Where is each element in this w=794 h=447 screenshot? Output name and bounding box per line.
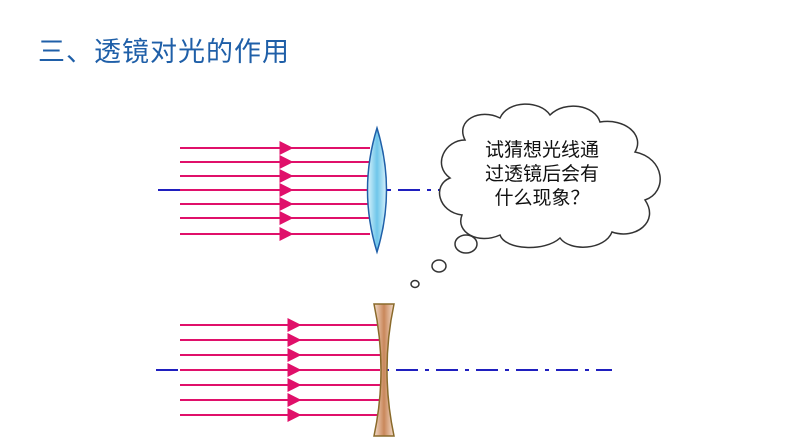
page-title: 三、透镜对光的作用	[38, 37, 290, 68]
incident-rays-top	[180, 141, 370, 241]
bubble-line: 过透镜后会有	[484, 163, 599, 185]
thought-bubble-text: 试猜想光线通 过透镜后会有 什么现象？	[462, 138, 622, 210]
thought-cloud-icon	[410, 103, 661, 289]
bubble-line: 什么现象？	[494, 187, 590, 209]
incident-rays-bottom	[180, 318, 380, 422]
convex-lens-icon	[366, 125, 388, 255]
bubble-line: 试猜想光线通	[484, 139, 599, 161]
concave-lens-icon	[373, 303, 395, 437]
